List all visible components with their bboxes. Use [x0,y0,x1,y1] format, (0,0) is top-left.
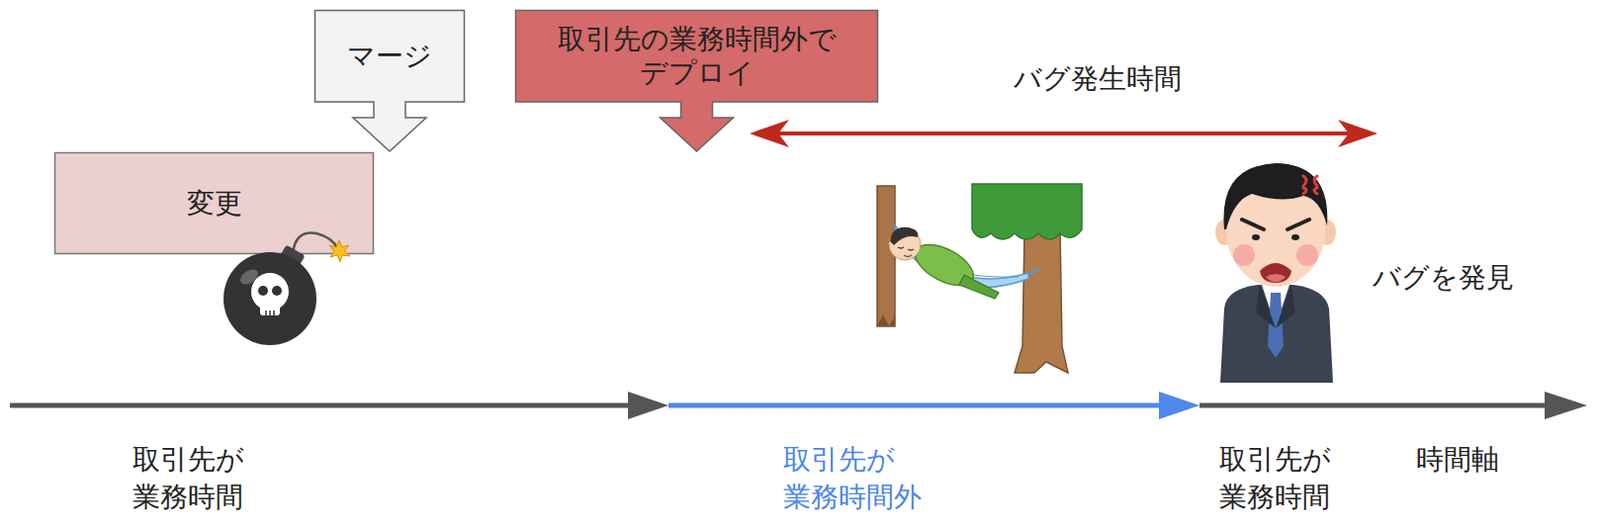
node-text: 変更 [186,186,243,221]
time-axis [9,391,1588,420]
period-label: 取引先が 業務時間外 [783,441,922,517]
merge-callout: マージ [314,9,465,152]
node-outline [314,9,465,152]
period-label: 取引先が 業務時間 [1219,441,1332,517]
node-text: マージ [347,39,433,74]
node-text: 取引先の業務時間外で デプロイ [557,22,837,89]
axis-label: 時間軸 [1416,441,1500,479]
node-outline-shape [55,153,374,255]
node-body: 変更 [54,152,374,255]
discovery-label: バグを発見 [1372,259,1514,297]
node-outline-shape [516,10,879,153]
duration-arrow [749,119,1378,148]
node-body: 取引先の業務時間外で デプロイ [515,9,879,102]
node-outline-shape [315,10,465,153]
hammock-illustration [877,183,1082,373]
duration-label: バグ発生時間 [1013,60,1182,98]
node-body: マージ [314,9,465,102]
angry-client-illustration [1215,163,1336,383]
deploy-callout: 取引先の業務時間外で デプロイ [515,9,879,152]
period-label: 取引先が 業務時間 [132,441,245,517]
change-box: 変更 [54,152,374,255]
